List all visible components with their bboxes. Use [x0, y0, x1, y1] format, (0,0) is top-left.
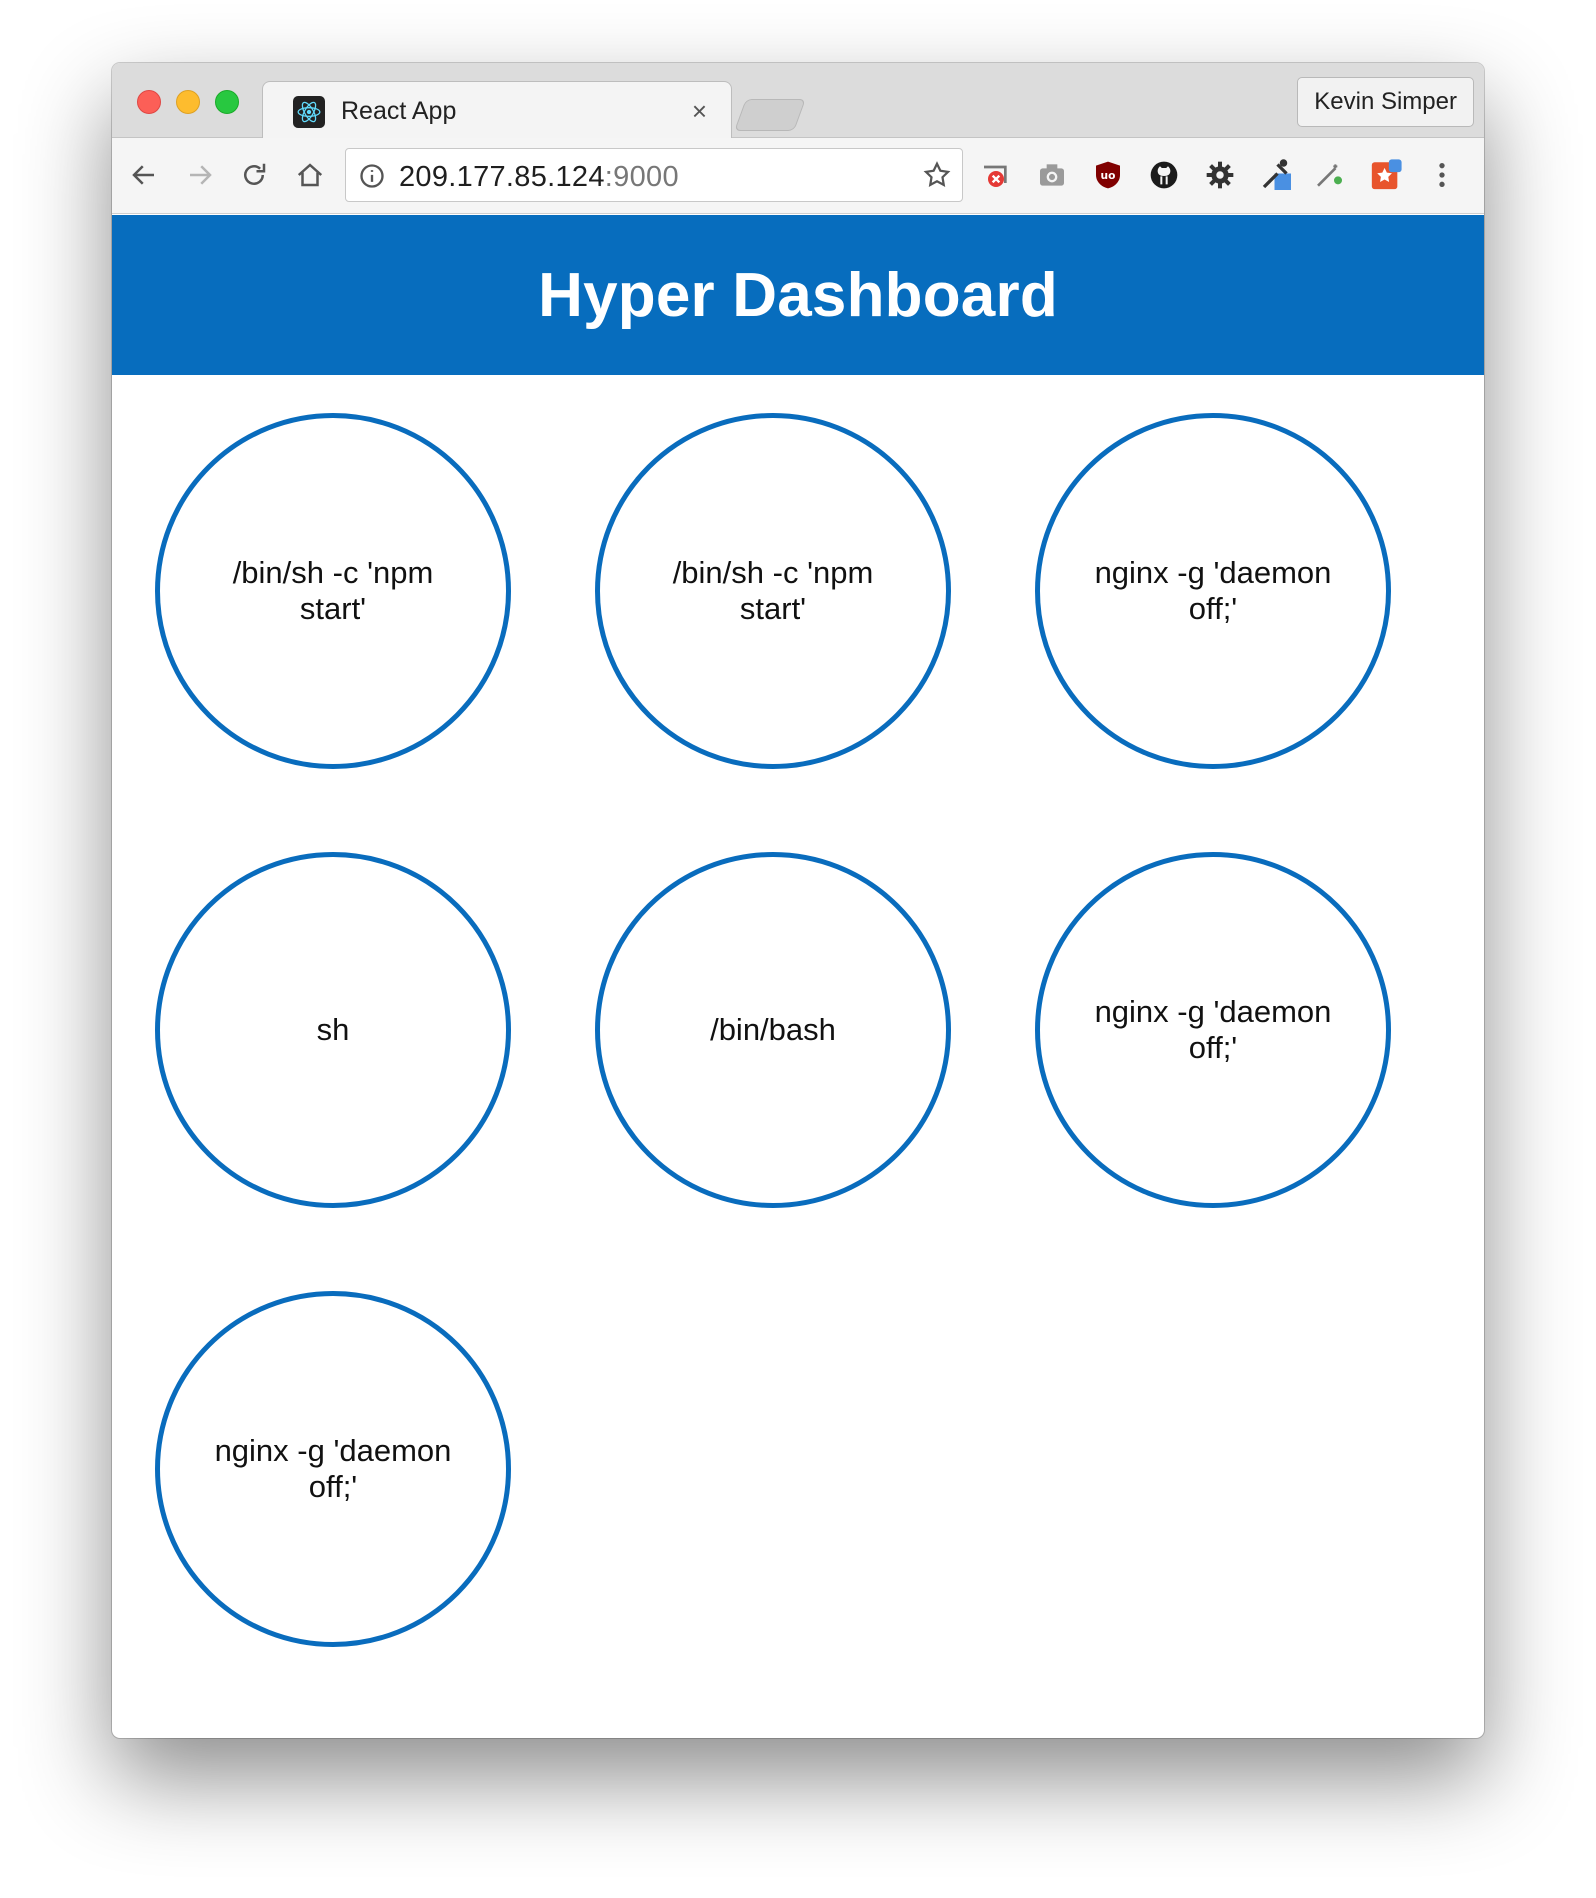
ublock-icon[interactable]: uo	[1089, 156, 1127, 194]
camera-icon[interactable]	[1033, 156, 1071, 194]
gear-icon[interactable]	[1201, 156, 1239, 194]
process-circle[interactable]: sh	[155, 852, 511, 1208]
browser-toolbar: 209.177.85.124:9000 uo	[112, 138, 1484, 214]
reload-icon[interactable]	[236, 157, 272, 193]
maximize-window-button[interactable]	[215, 90, 239, 114]
cast-blocked-icon[interactable]	[977, 156, 1015, 194]
page-header: Hyper Dashboard	[112, 215, 1484, 375]
process-circle[interactable]: /bin/bash	[595, 852, 951, 1208]
close-window-button[interactable]	[137, 90, 161, 114]
eyedropper-icon[interactable]	[1257, 156, 1295, 194]
site-info-icon[interactable]	[358, 162, 386, 195]
minimize-window-button[interactable]	[176, 90, 200, 114]
url-text: 209.177.85.124:9000	[399, 161, 679, 194]
new-tab-button[interactable]	[734, 99, 806, 131]
forward-arrow-icon[interactable]	[182, 157, 218, 193]
process-circle[interactable]: /bin/sh -c 'npm start'	[155, 413, 511, 769]
tab-strip: React App × Kevin Simper	[112, 63, 1484, 139]
tab-title: React App	[341, 97, 457, 125]
url-port: :9000	[604, 161, 679, 193]
github-icon[interactable]	[1145, 156, 1183, 194]
process-circle[interactable]: /bin/sh -c 'npm start'	[595, 413, 951, 769]
process-circle[interactable]: nginx -g 'daemon off;'	[1035, 413, 1391, 769]
tab-react-app[interactable]: React App ×	[262, 81, 732, 139]
bookmark-star-outline-icon[interactable]	[922, 160, 952, 195]
back-arrow-icon[interactable]	[126, 157, 162, 193]
kebab-menu-icon[interactable]	[1423, 156, 1461, 194]
process-circle[interactable]: nginx -g 'daemon off;'	[1035, 852, 1391, 1208]
page-title: Hyper Dashboard	[538, 260, 1058, 330]
profile-button[interactable]: Kevin Simper	[1297, 77, 1474, 127]
react-logo-icon	[293, 96, 325, 128]
wand-icon[interactable]	[1311, 156, 1349, 194]
bookmark-star-icon[interactable]	[1367, 156, 1405, 194]
address-bar[interactable]: 209.177.85.124:9000	[345, 148, 963, 202]
home-icon[interactable]	[292, 157, 328, 193]
browser-window: React App × Kevin Simper 209.177.85.124:…	[112, 63, 1484, 1738]
close-tab-icon[interactable]: ×	[691, 96, 707, 126]
process-circle[interactable]: nginx -g 'daemon off;'	[155, 1291, 511, 1647]
url-host: 209.177.85.124	[399, 161, 605, 193]
svg-text:uo: uo	[1101, 169, 1116, 182]
process-grid: /bin/sh -c 'npm start' /bin/sh -c 'npm s…	[112, 375, 1484, 1738]
